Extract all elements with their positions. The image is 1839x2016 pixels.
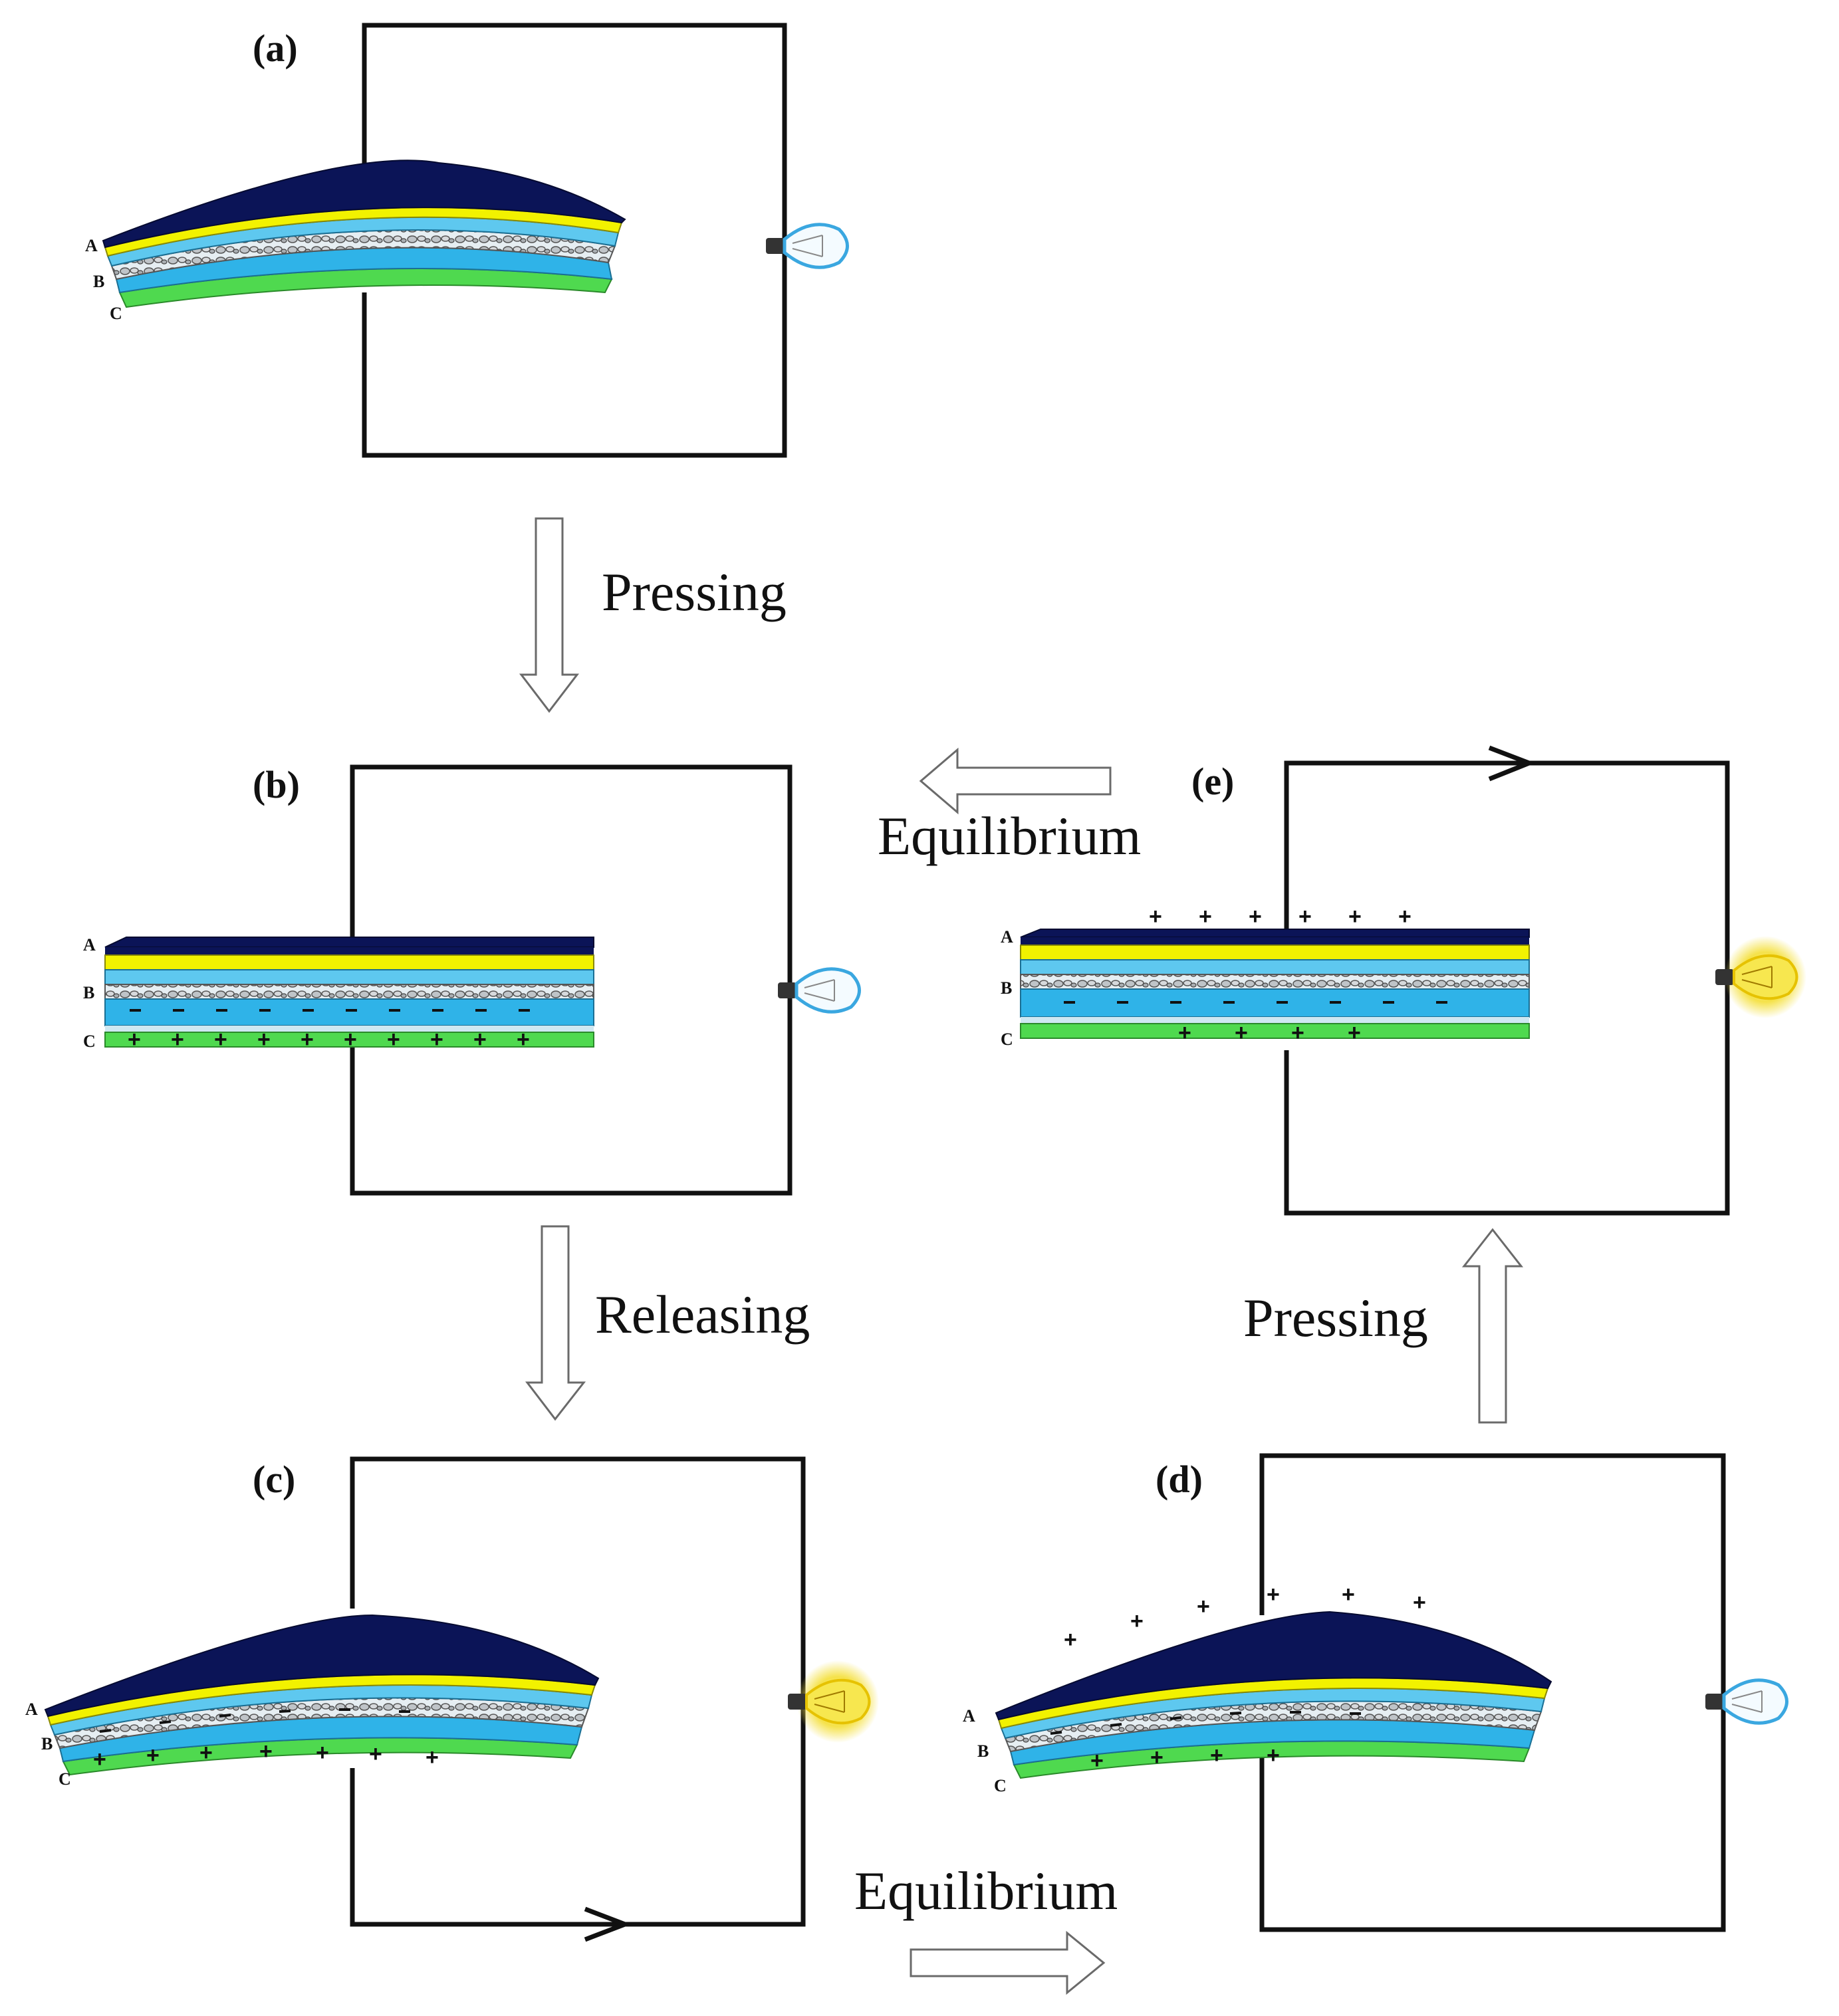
panel-d-layer-a-label: A [963,1706,975,1726]
panel-c-layer-c-label: C [59,1769,71,1789]
panel-b-label: (b) [253,763,300,806]
svg-text:+: + [1348,1020,1361,1046]
svg-text:+: + [1398,904,1411,929]
panel-d-top-positive-charges: + + + + + + [1064,1582,1426,1652]
svg-text:+: + [1210,1743,1223,1768]
svg-text:+: + [93,1747,106,1772]
panel-c-current-arrow [584,1906,632,1942]
step-label-pressing-1: Pressing [602,562,787,622]
svg-text:+: + [344,1027,357,1052]
panel-a-device: A B C [85,160,626,323]
svg-text:+: + [1298,904,1312,929]
svg-text:+: + [128,1027,141,1052]
panel-a-layer-a-label: A [85,236,98,255]
panel-c-device: + + + + + + + A B C [25,1614,600,1789]
svg-text:+: + [1267,1743,1280,1768]
panel-e-layer-b-label: B [1001,978,1012,998]
panel-b: (b) + + + + + + + + + + [83,763,861,1196]
panel-e: (e) + + + + + + + + + + [1001,745,1806,1216]
svg-text:+: + [1235,1020,1248,1046]
svg-text:+: + [473,1027,487,1052]
svg-text:+: + [1090,1748,1104,1773]
panel-d-layer-b-label: B [977,1741,989,1761]
svg-text:+: + [316,1740,329,1765]
svg-text:+: + [301,1027,314,1052]
svg-text:+: + [1249,904,1262,929]
panel-b-layer-c-label: C [83,1032,96,1051]
panel-a: (a) A B C [85,23,849,458]
bulb-off-icon [1705,1678,1788,1725]
panel-c-label: (c) [253,1458,295,1501]
svg-text:+: + [257,1027,271,1052]
panel-e-layer-a-label: A [1001,927,1013,947]
bulb-on-icon [1715,936,1806,1018]
svg-text:+: + [1178,1020,1191,1046]
svg-text:+: + [1150,1745,1164,1770]
bulb-off-icon [778,967,861,1014]
panel-b-layer-a-label: A [83,935,96,954]
panel-b-layer-b-label: B [83,983,94,1002]
svg-text:+: + [171,1027,184,1052]
panel-e-top-positive-charges: + + + + + + [1149,904,1411,929]
svg-text:+: + [1291,1020,1304,1046]
svg-text:+: + [1348,904,1362,929]
svg-text:+: + [426,1745,439,1770]
flow-arrow-equilibrium-1: Equilibrium [854,1860,1118,1995]
panel-c-positive-charges: + + + + + + + [93,1739,439,1772]
flow-arrow-pressing-2: Pressing [1243,1228,1524,1424]
panel-c-negative-charges [99,1708,410,1733]
panel-e-label: (e) [1191,760,1234,803]
svg-text:+: + [1199,904,1212,929]
bulb-off-icon [766,223,849,269]
panel-c: (c) + + + + + + + A B C [25,1456,879,1942]
panel-e-device: + + + + + + + + + + A B C [1001,904,1530,1049]
svg-text:+: + [1149,904,1162,929]
svg-text:+: + [1130,1609,1144,1634]
panel-e-layer-c-label: C [1001,1030,1013,1049]
panel-a-layer-b-label: B [93,272,104,291]
svg-text:+: + [199,1740,213,1765]
svg-text:+: + [1197,1594,1210,1619]
panel-d-circuit [1259,1453,1726,1932]
step-label-equilibrium-1: Equilibrium [854,1860,1118,1921]
flow-arrow-equilibrium-2: Equilibrium [878,747,1141,866]
step-label-releasing: Releasing [595,1284,810,1345]
svg-text:+: + [259,1739,273,1764]
flow-arrow-pressing-1: Pressing [519,517,787,713]
panel-c-layer-b-label: B [41,1734,53,1753]
panel-d-negative-charges [1050,1711,1361,1735]
panel-d-device: + + + + + + + + + + A B C [963,1582,1552,1795]
panel-d: (d) + + + + + + + + + + A B [963,1453,1788,1932]
panel-a-label: (a) [253,27,298,70]
panel-d-bottom-positive-charges: + + + + [1090,1743,1280,1773]
flow-arrow-releasing: Releasing [525,1225,810,1421]
svg-text:+: + [369,1741,382,1767]
panel-d-layer-c-label: C [994,1776,1007,1795]
bulb-on-icon [788,1660,879,1743]
panel-e-current-arrow [1488,745,1536,782]
panel-c-layer-a-label: A [25,1700,38,1719]
panel-a-layer-c-label: C [110,304,122,323]
panel-b-device: + + + + + + + + + + A B C [83,935,594,1052]
panel-e-bottom-positive-charges: + + + + [1178,1020,1361,1046]
svg-text:+: + [1342,1582,1355,1607]
panel-b-circuit [350,764,793,1196]
panel-d-label: (d) [1156,1458,1203,1501]
svg-text:+: + [1267,1582,1280,1607]
svg-text:+: + [214,1027,227,1052]
svg-text:+: + [387,1027,400,1052]
svg-text:+: + [517,1027,530,1052]
svg-text:+: + [146,1743,160,1768]
svg-text:+: + [1413,1590,1426,1615]
svg-text:+: + [1064,1627,1077,1652]
panel-b-positive-charges: + + + + + + + + + + [128,1027,530,1052]
svg-text:+: + [430,1027,443,1052]
step-label-pressing-2: Pressing [1243,1288,1428,1348]
step-label-equilibrium-2: Equilibrium [878,806,1141,866]
